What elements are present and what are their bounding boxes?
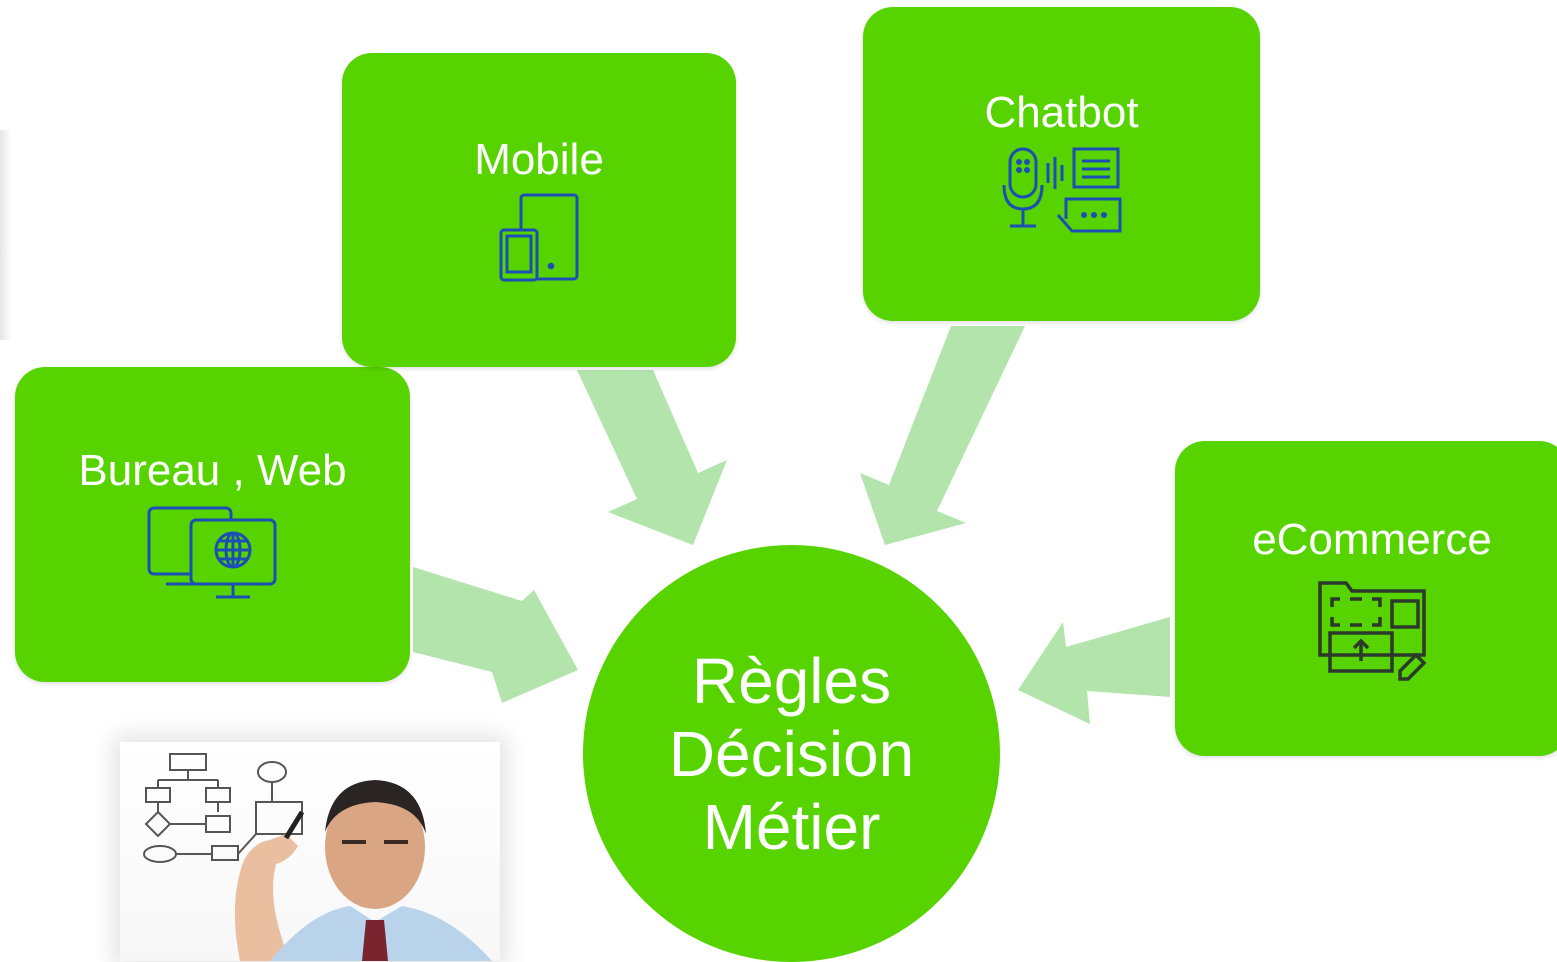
mobile-tablet-icon	[499, 193, 579, 282]
arrow-from-bureau	[413, 567, 578, 703]
center-line-1: Règles	[691, 645, 892, 717]
page-shadow-decoration	[0, 130, 12, 340]
box-mobile-label: Mobile	[474, 134, 604, 184]
box-bureau-web-label: Bureau , Web	[78, 446, 347, 496]
arrow-from-mobile	[577, 370, 727, 545]
center-circle-regles-decision-metier: Règles Décision Métier	[583, 545, 1000, 962]
box-chatbot: Chatbot	[863, 7, 1260, 321]
chatbot-icon	[1002, 147, 1121, 233]
box-chatbot-label: Chatbot	[984, 87, 1139, 137]
center-line-3: Métier	[702, 790, 881, 863]
box-ecommerce-label: eCommerce	[1252, 515, 1492, 565]
flowchart-illustration	[143, 753, 492, 961]
businessman-drawing-flowchart-photo	[120, 742, 500, 961]
box-mobile: Mobile	[342, 53, 736, 367]
arrow-from-chatbot	[860, 326, 1025, 545]
box-bureau-web: Bureau , Web	[15, 367, 410, 682]
center-line-2: Décision	[668, 717, 915, 790]
ecommerce-icon	[1318, 580, 1427, 681]
box-ecommerce: eCommerce	[1175, 441, 1557, 756]
arrow-from-ecommerce	[1018, 617, 1170, 724]
desktop-web-icon	[147, 506, 276, 599]
